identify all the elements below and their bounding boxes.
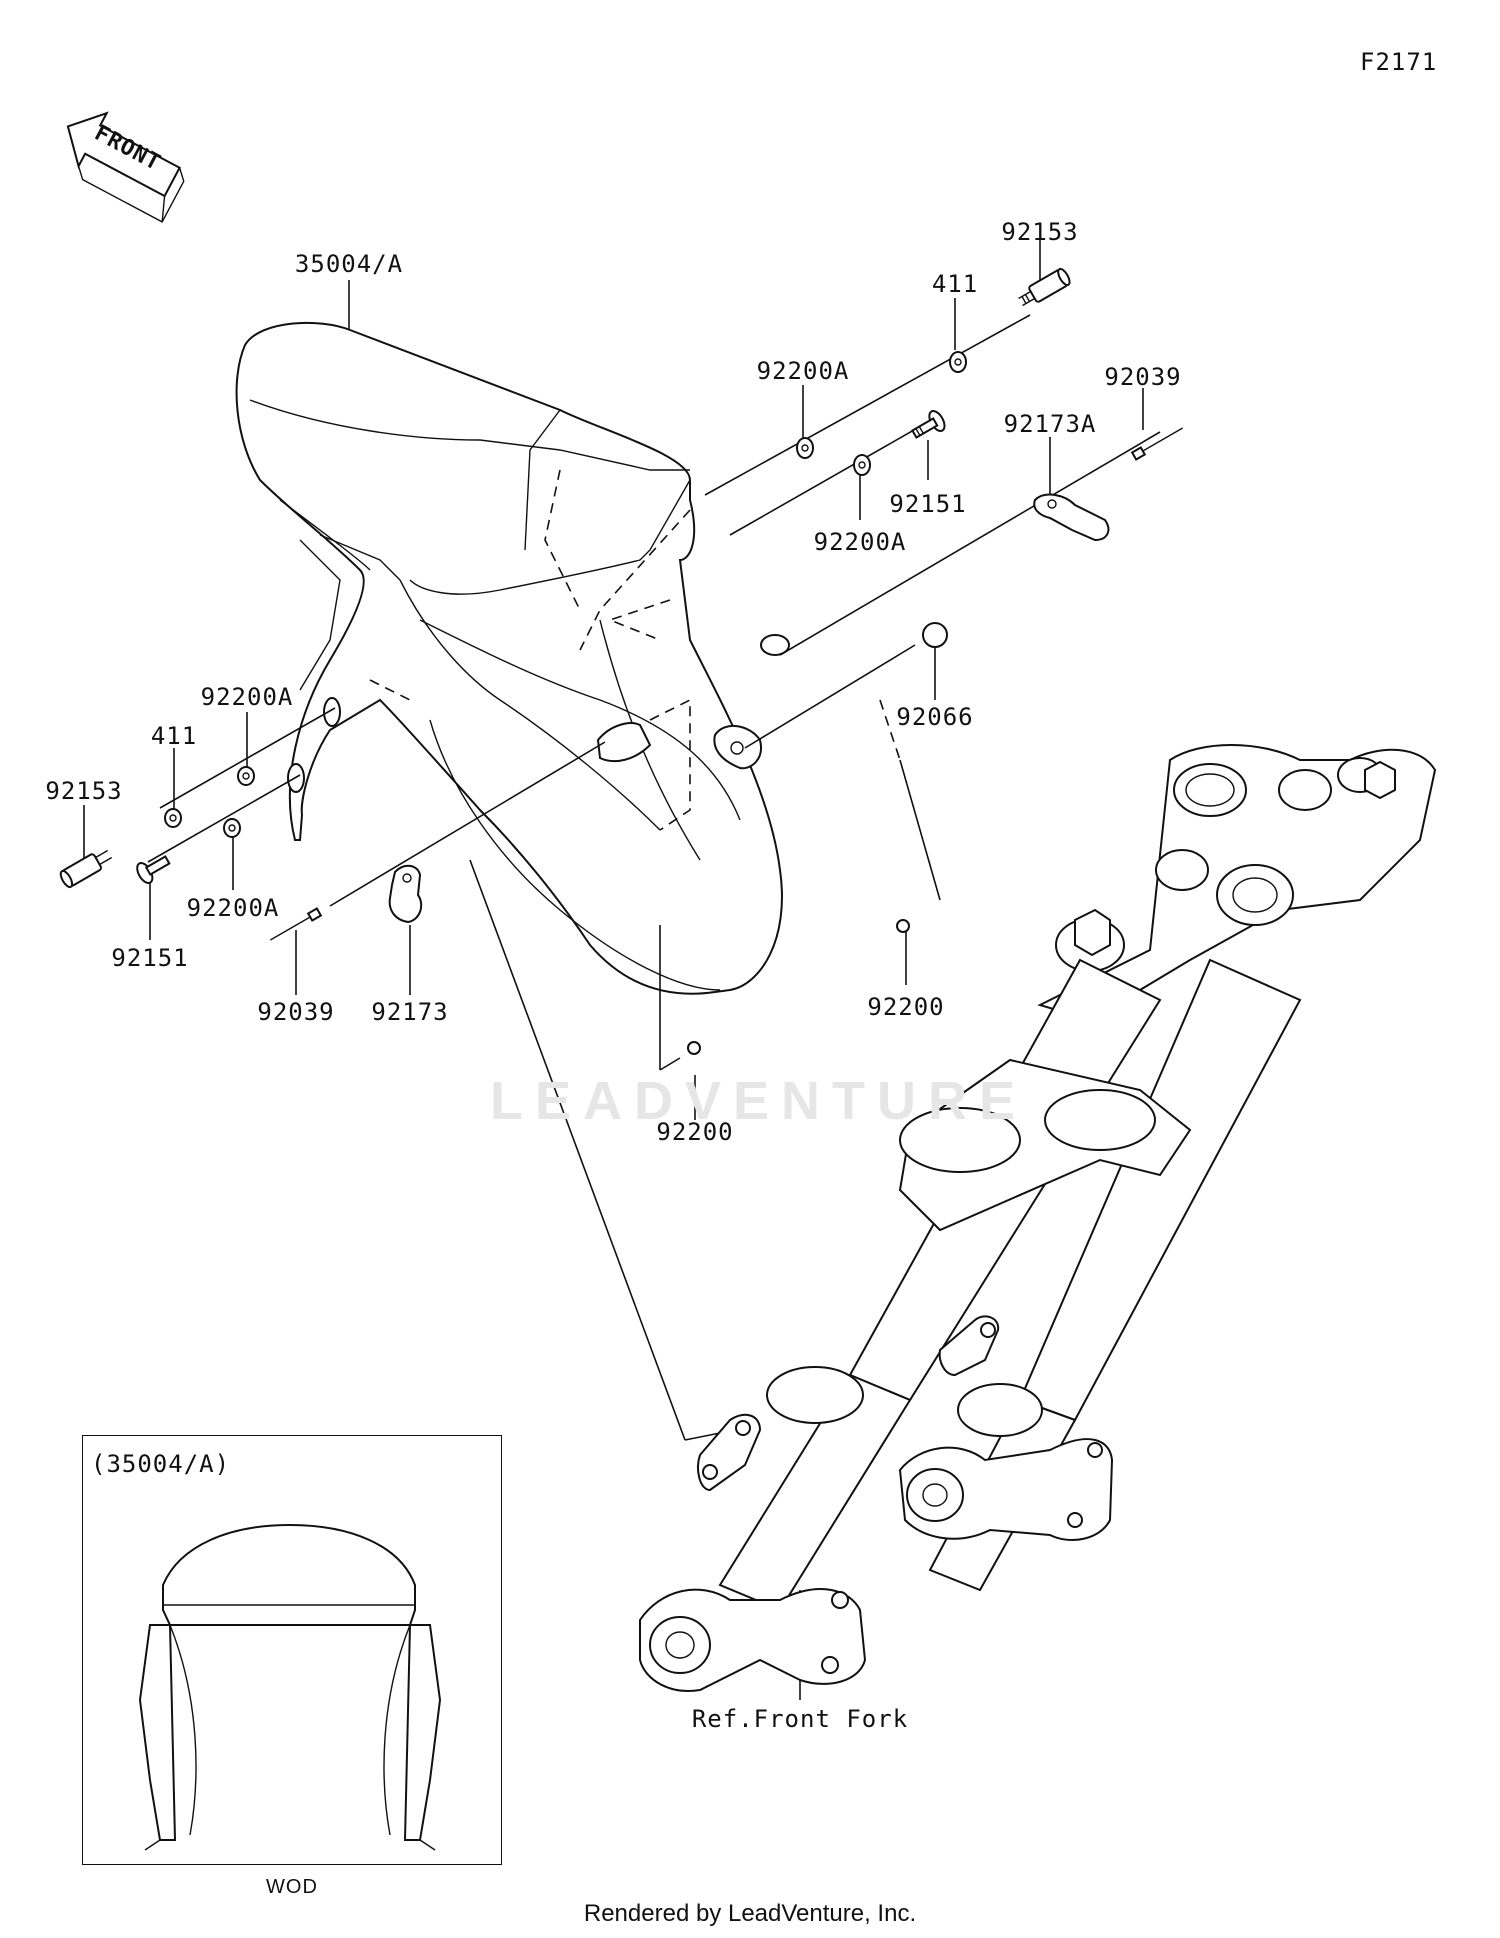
front-fender bbox=[235, 321, 901, 995]
leader-lines bbox=[83, 240, 1161, 1700]
callout-92039-right: 92039 bbox=[1104, 363, 1182, 391]
inset-box: (35004/A) WOD bbox=[82, 1435, 502, 1898]
callout-92153-right: 92153 bbox=[1001, 218, 1079, 246]
bolt-right bbox=[911, 410, 946, 439]
nut-92200-right bbox=[896, 919, 910, 933]
callout-92200-right: 92200 bbox=[867, 993, 945, 1021]
footer-credit: Rendered by LeadVenture, Inc. bbox=[583, 1900, 917, 1927]
callout-92039-left: 92039 bbox=[257, 998, 335, 1026]
washer-92200a-right-top bbox=[796, 437, 814, 459]
callout-92151-left: 92151 bbox=[111, 944, 189, 972]
collar-left bbox=[59, 849, 113, 889]
clip-left bbox=[270, 907, 323, 941]
clamp-left bbox=[388, 864, 423, 924]
callout-92151-right: 92151 bbox=[889, 490, 967, 518]
collar-right bbox=[1018, 267, 1071, 307]
inset-title: (35004/A) bbox=[91, 1450, 231, 1478]
ref-front-fork: Ref.Front Fork bbox=[691, 1705, 909, 1733]
washer-411-right bbox=[949, 351, 967, 373]
washer-92200a-left-top bbox=[237, 766, 255, 786]
callout-92200a-right-top: 92200A bbox=[756, 357, 850, 385]
bolt-left bbox=[136, 855, 171, 884]
inset-caption: WOD bbox=[266, 1876, 318, 1898]
watermark: LEADVENTURE bbox=[490, 1071, 1028, 1131]
hardware bbox=[59, 267, 1183, 1055]
callout-92200a-right-bottom: 92200A bbox=[813, 528, 907, 556]
callout-411-left: 411 bbox=[150, 722, 198, 750]
clip-right bbox=[1130, 427, 1183, 461]
front-arrow-icon bbox=[66, 111, 185, 223]
callout-92153-left: 92153 bbox=[45, 777, 123, 805]
washer-92200a-right-bottom bbox=[853, 454, 871, 476]
figure-code: F2171 bbox=[1360, 48, 1438, 76]
clamp-right bbox=[1033, 493, 1110, 542]
callout-92173a: 92173A bbox=[1003, 410, 1097, 438]
nut-92200-center bbox=[687, 1041, 701, 1055]
callout-92200a-left-bottom: 92200A bbox=[186, 894, 280, 922]
washer-411-left bbox=[164, 808, 182, 828]
inset-fender-front-view bbox=[138, 1523, 442, 1851]
grommet-92066 bbox=[922, 622, 948, 648]
callout-35004-a: 35004/A bbox=[294, 250, 404, 278]
front-fork bbox=[639, 744, 1437, 1692]
callout-411-right: 411 bbox=[931, 270, 979, 298]
callout-92066: 92066 bbox=[896, 703, 974, 731]
callout-92173: 92173 bbox=[371, 998, 449, 1026]
washer-92200a-left-bottom bbox=[223, 818, 241, 838]
callout-92200-center: 92200 bbox=[656, 1118, 734, 1146]
callout-92200a-left-top: 92200A bbox=[200, 683, 294, 711]
